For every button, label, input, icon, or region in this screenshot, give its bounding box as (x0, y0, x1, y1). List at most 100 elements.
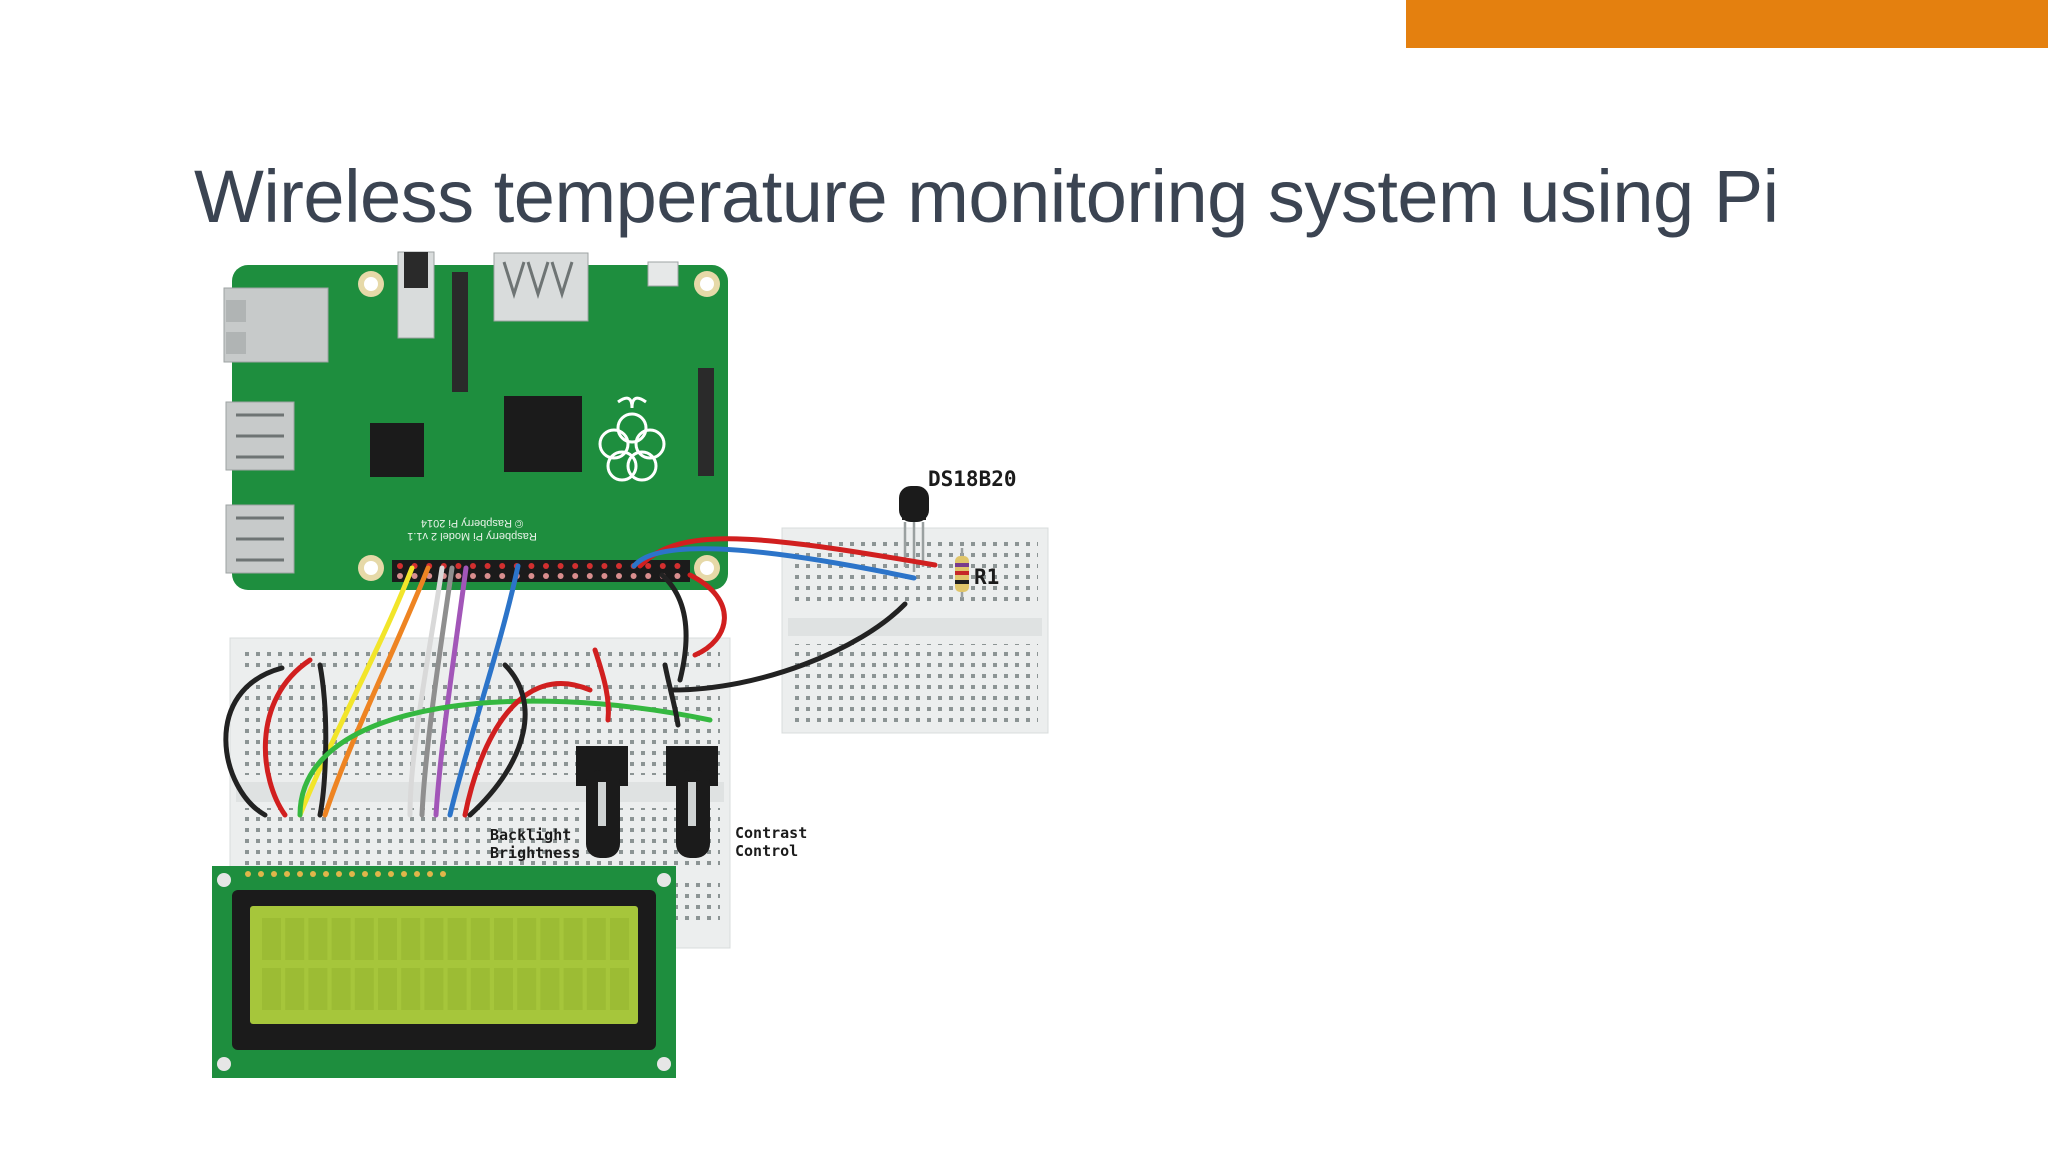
gpio-pin (470, 563, 476, 569)
wire-black-mid (467, 662, 528, 818)
pi-text-copyright: © Raspberry Pi 2014 (421, 517, 523, 529)
gpio-pin (645, 563, 652, 569)
wire-red-pi-5v (687, 572, 727, 658)
wire-black-left2 (317, 662, 329, 818)
lcd-cell (470, 918, 490, 960)
sensor-label: DS18B20 (928, 467, 1017, 491)
backlight-label-line2: Brightness (490, 844, 580, 862)
lcd-pin (336, 871, 342, 877)
lcd-pin (310, 871, 316, 877)
lcd-cell (401, 918, 421, 960)
lcd-pin (349, 871, 355, 877)
lcd-cell (563, 918, 583, 960)
lcd-pin (440, 871, 446, 877)
lcd-cell (470, 968, 490, 1010)
lcd-pin (388, 871, 394, 877)
wire-red-mid (462, 681, 593, 818)
lcd-pin (323, 871, 329, 877)
lcd-cell (586, 918, 606, 960)
pi-text-model: Raspberry Pi Model 2 v1.1 (407, 530, 537, 542)
gpio-pin (659, 563, 666, 569)
lcd-cell (262, 918, 281, 960)
lcd-pin (245, 871, 251, 877)
wire-black-pi-gnd (659, 572, 689, 683)
lcd-pin (427, 871, 433, 877)
lcd-cell (563, 968, 583, 1010)
lcd-cell (262, 968, 281, 1010)
gpio-pin (484, 573, 491, 579)
gpio-pin (557, 563, 564, 569)
wire-blue-pi-sensor (631, 546, 917, 581)
lcd-cell (331, 918, 351, 960)
lcd-pin (401, 871, 407, 877)
gpio-pin (499, 573, 506, 579)
lcd-pin (271, 871, 277, 877)
wire-white (407, 565, 445, 818)
lcd-cell (610, 918, 629, 960)
gpio-pin (397, 563, 403, 569)
lcd-cell (540, 968, 560, 1010)
wires (223, 536, 938, 818)
lcd-cell (610, 968, 629, 1010)
lcd-module (212, 866, 676, 1078)
gpio-pin (411, 573, 418, 579)
wire-black-left (223, 665, 285, 818)
resistor-label: R1 (974, 565, 999, 589)
lcd-cell (447, 918, 467, 960)
gpio-pin (528, 563, 535, 569)
gpio-pin (586, 563, 593, 569)
accent-bar (1406, 0, 2048, 48)
contrast-label-line2: Control (735, 842, 798, 860)
lcd-pin (362, 871, 368, 877)
raspberry-pi-board: © Raspberry Pi 2014 Raspberry Pi Model 2… (223, 251, 728, 590)
raspberry-logo (598, 396, 666, 482)
gpio-pin (528, 573, 535, 579)
gpio-pin (499, 563, 506, 569)
resistor-r1: R1 (955, 548, 999, 598)
lcd-pin (258, 871, 264, 877)
lcd-cell (354, 968, 374, 1010)
wire-orange (322, 565, 431, 818)
gpio-pin (616, 573, 622, 579)
lcd-cell (517, 968, 537, 1010)
ds18b20-sensor: DS18B20 (899, 467, 1017, 572)
lcd-pin (414, 871, 420, 877)
lcd-cell (517, 918, 537, 960)
lcd-cell (378, 918, 397, 960)
lcd-cell (494, 968, 513, 1010)
wire-gray (419, 565, 455, 818)
wire-yellow (297, 565, 415, 818)
slide-title: Wireless temperature monitoring system u… (194, 154, 1779, 238)
lcd-cell (540, 918, 560, 960)
gpio-pin (674, 573, 681, 579)
lcd-cell (401, 968, 421, 1010)
gpio-pin (455, 563, 462, 569)
lcd-cell (378, 968, 397, 1010)
wire-green-long (297, 698, 713, 818)
gpio-pin (543, 573, 549, 579)
gpio-pin (484, 563, 491, 569)
lcd-cell (331, 968, 351, 1010)
lcd-cell (447, 968, 467, 1010)
gpio-pin (470, 573, 476, 579)
gpio-pin (557, 573, 564, 579)
lcd-pin (375, 871, 381, 877)
wire-black-sensor-gnd (669, 601, 908, 693)
gpio-pin (572, 573, 579, 579)
gpio-pin (543, 563, 549, 569)
lcd-cell (308, 968, 328, 1010)
wire-red-pot (592, 647, 611, 723)
contrast-label-line1: Contrast (735, 824, 807, 842)
lcd-cell (285, 968, 305, 1010)
gpio-pin (586, 573, 593, 579)
backlight-label-line1: Backlight (490, 826, 571, 844)
lcd-cell (354, 918, 374, 960)
wire-purple (433, 565, 469, 818)
gpio-pin (572, 563, 579, 569)
gpio-pin (601, 563, 608, 569)
lcd-cell (586, 968, 606, 1010)
potentiometer-contrast (666, 746, 718, 858)
potentiometer-backlight (576, 746, 628, 858)
lcd-pin (284, 871, 290, 877)
gpio-pin (455, 573, 462, 579)
